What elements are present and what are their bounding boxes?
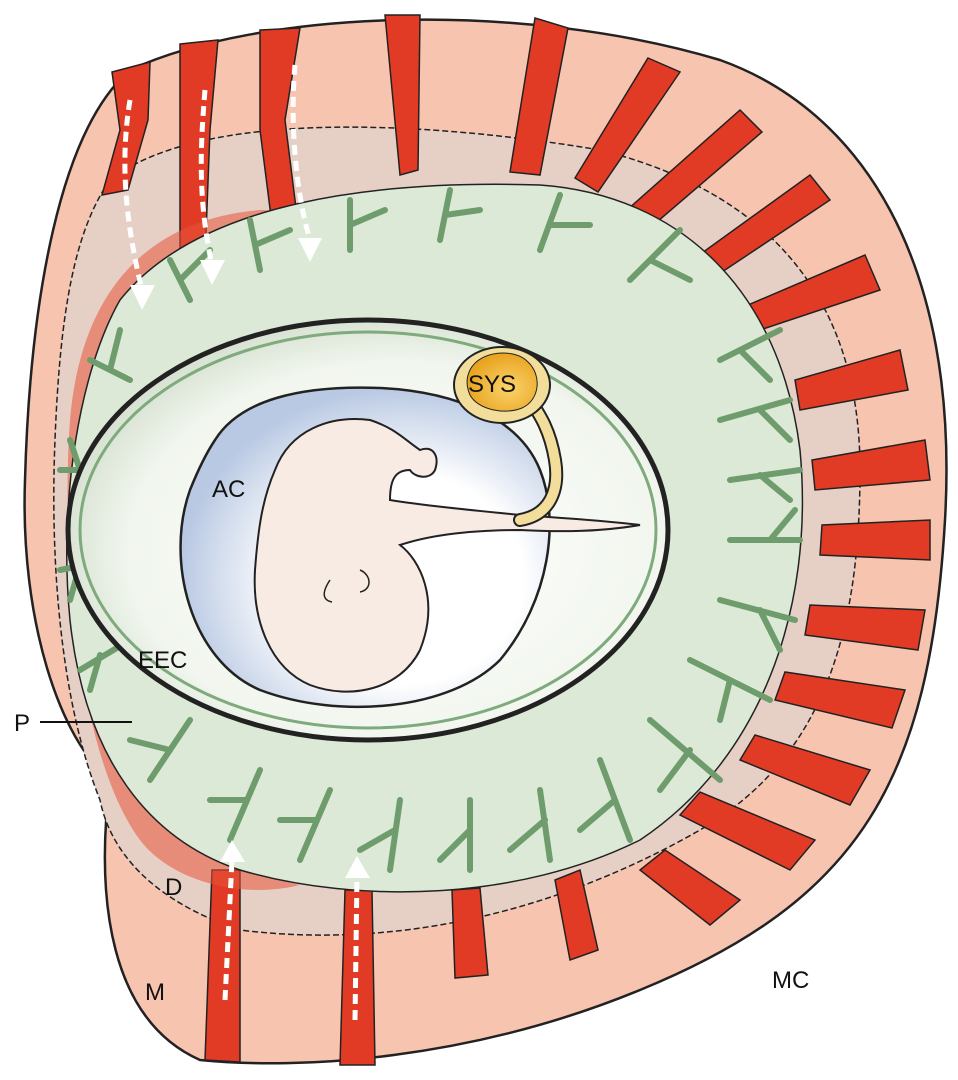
label-eec: EEC (138, 647, 187, 674)
chorionic-plate-line (78, 330, 658, 730)
label-d: D (165, 874, 182, 901)
blood-flow-arrows (122, 64, 360, 1021)
embryo (253, 418, 641, 693)
label-m: M (145, 979, 165, 1006)
embryo-limb (323, 579, 333, 603)
label-p: P (14, 710, 30, 737)
label-sys: SYS (468, 371, 516, 398)
label-mc: MC (772, 967, 809, 994)
spiral-arteries (100, 14, 931, 1066)
embryo-limb (359, 569, 370, 593)
arrow-heads (130, 238, 370, 878)
secondary-yolk-sac-core (466, 352, 538, 412)
yolk-stalk-fill (515, 395, 562, 525)
chorionic-villi (57, 187, 803, 873)
label-ac: AC (212, 476, 245, 503)
